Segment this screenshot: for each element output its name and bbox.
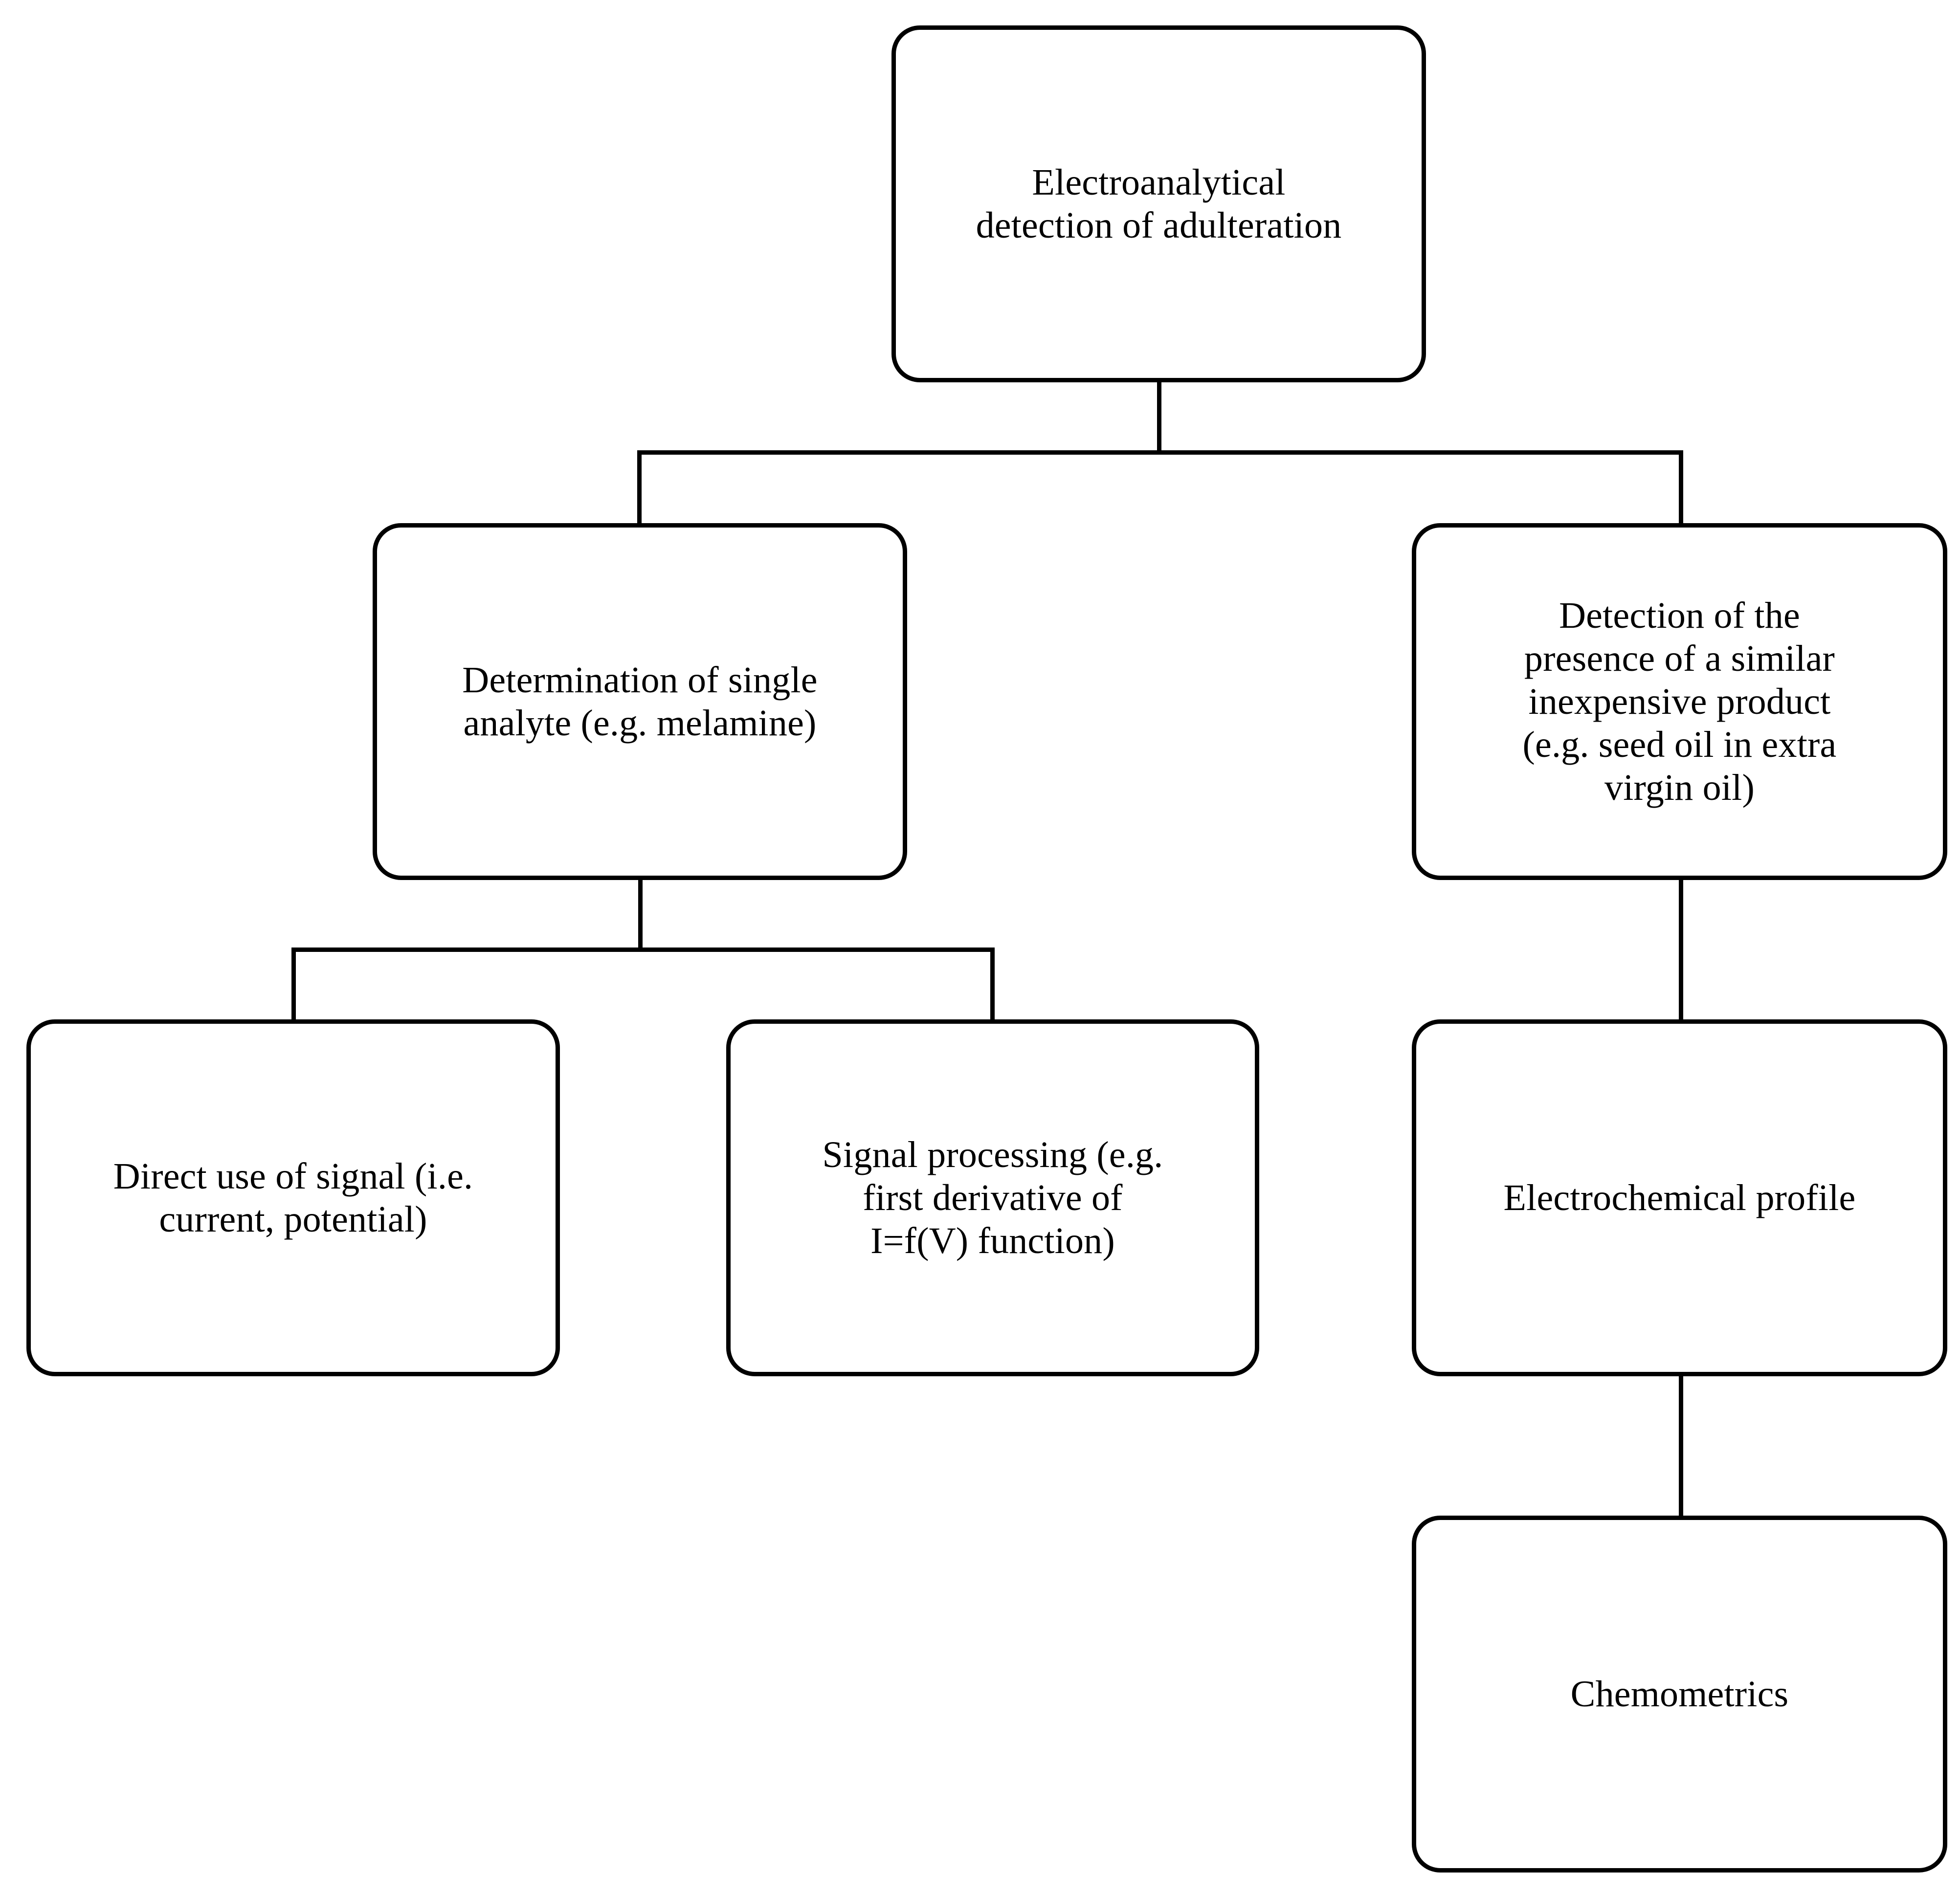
- connector-electrochemical-profile-to-chemometrics: [1679, 1374, 1683, 1518]
- node-chemometrics-label: Chemometrics: [1570, 1673, 1789, 1715]
- node-single-analyte-label: Determination of single analyte (e.g. me…: [462, 659, 818, 744]
- node-direct-use-of-signal[interactable]: Direct use of signal (i.e. current, pote…: [26, 1019, 560, 1376]
- node-chemometrics[interactable]: Chemometrics: [1412, 1516, 1947, 1873]
- node-electrochemical-profile-label: Electrochemical profile: [1503, 1177, 1856, 1218]
- connector-single-analyte-to-direct-signal: [291, 948, 296, 1021]
- node-electroanalytical-detection-of-adulteration[interactable]: Electroanalytical detection of adulterat…: [891, 25, 1426, 382]
- node-determination-of-single-analyte[interactable]: Determination of single analyte (e.g. me…: [373, 523, 907, 880]
- connector-single-analyte-stem: [638, 878, 643, 951]
- connector-root-to-single-analyte: [637, 450, 642, 525]
- node-detection-of-similar-inexpensive-product[interactable]: Detection of the presence of a similar i…: [1412, 523, 1947, 880]
- node-direct-signal-label: Direct use of signal (i.e. current, pote…: [113, 1155, 473, 1240]
- node-similar-product-label: Detection of the presence of a similar i…: [1522, 595, 1837, 809]
- connector-similar-product-to-electrochemical-profile: [1679, 878, 1683, 1021]
- connector-level1-horizontal-bar: [637, 450, 1683, 455]
- connector-root-to-similar-product: [1679, 450, 1683, 525]
- node-signal-processing-label: Signal processing (e.g. first derivative…: [822, 1134, 1163, 1262]
- connector-root-stem: [1157, 380, 1161, 455]
- connector-single-analyte-to-signal-processing: [990, 948, 995, 1021]
- node-electrochemical-profile[interactable]: Electrochemical profile: [1412, 1019, 1947, 1376]
- node-root-label: Electroanalytical detection of adulterat…: [976, 161, 1342, 246]
- connector-level2-horizontal-bar: [291, 948, 995, 952]
- node-signal-processing[interactable]: Signal processing (e.g. first derivative…: [726, 1019, 1259, 1376]
